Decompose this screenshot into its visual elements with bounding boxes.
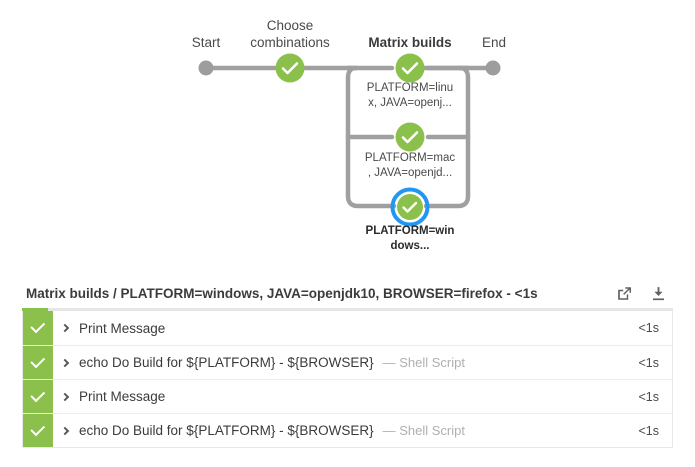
step-label: echo Do Build for ${PLATFORM} - ${BROWSE…: [79, 423, 374, 438]
check-icon: [29, 318, 45, 334]
stage-node-matrix-builds[interactable]: [395, 53, 425, 83]
step-type: — Shell Script: [382, 355, 465, 370]
stage-label-choose-combinations: Choose combinations: [250, 18, 330, 50]
check-icon: [29, 352, 45, 368]
stage-progress-fill: [22, 308, 49, 311]
step-type: — Shell Script: [382, 423, 465, 438]
step-status-success: [23, 311, 53, 345]
results-header: Matrix builds / PLATFORM=windows, JAVA=o…: [22, 278, 673, 308]
chevron-right-icon: [60, 426, 70, 435]
step-list: Print Message <1s echo Do Build for ${PL…: [22, 311, 673, 448]
branch-label-linux: PLATFORM=linu x, JAVA=openj...: [366, 82, 454, 109]
stage-node-choose-combinations[interactable]: [275, 53, 305, 83]
step-duration: <1s: [638, 321, 659, 335]
results-title: Matrix builds / PLATFORM=windows, JAVA=o…: [26, 285, 538, 301]
step-main: Print Message: [79, 380, 638, 413]
step-status-success: [23, 380, 53, 413]
chevron-right-icon: [60, 323, 70, 333]
step-expand-toggle[interactable]: [53, 346, 79, 379]
stage-label-end: End: [481, 35, 507, 50]
step-label: echo Do Build for ${PLATFORM} - ${BROWSE…: [79, 355, 374, 370]
step-expand-toggle[interactable]: [53, 380, 79, 413]
check-icon: [29, 420, 45, 436]
step-label: Print Message: [79, 389, 166, 404]
chevron-right-icon: [60, 358, 70, 367]
step-status-success: [23, 414, 53, 447]
branch-node-windows[interactable]: [390, 187, 430, 227]
stage-progress-bar: [22, 308, 673, 311]
stage-label-start: Start: [191, 35, 221, 50]
branch-node-mac[interactable]: [395, 122, 425, 152]
step-main: echo Do Build for ${PLATFORM} - ${BROWSE…: [79, 346, 638, 379]
step-duration: <1s: [638, 355, 659, 370]
branch-label-mac: PLATFORM=mac , JAVA=openjd...: [364, 152, 456, 179]
step-row[interactable]: echo Do Build for ${PLATFORM} - ${BROWSE…: [23, 413, 672, 447]
step-main: Print Message: [79, 311, 638, 345]
pipeline-connectors: [198, 53, 501, 227]
check-icon: [29, 386, 45, 402]
chevron-right-icon: [60, 392, 70, 401]
download-icon: [652, 286, 664, 300]
open-in-new-window-button[interactable]: [611, 280, 637, 306]
stage-label-matrix-builds: Matrix builds: [368, 35, 452, 50]
step-expand-toggle[interactable]: [53, 311, 79, 345]
end-node-dot[interactable]: [485, 60, 501, 76]
step-results-panel: Matrix builds / PLATFORM=windows, JAVA=o…: [22, 278, 673, 448]
external-link-icon: [617, 286, 631, 300]
pipeline-graph: Start Choose combinations Matrix builds …: [191, 18, 507, 252]
step-duration: <1s: [638, 423, 659, 438]
step-expand-toggle[interactable]: [53, 414, 79, 447]
step-row[interactable]: Print Message <1s: [23, 311, 672, 345]
step-status-success: [23, 346, 53, 379]
step-label: Print Message: [79, 320, 166, 336]
step-main: echo Do Build for ${PLATFORM} - ${BROWSE…: [79, 414, 638, 447]
step-duration: <1s: [638, 389, 659, 404]
start-node-dot[interactable]: [198, 60, 214, 76]
step-row[interactable]: Print Message <1s: [23, 379, 672, 413]
step-row[interactable]: echo Do Build for ${PLATFORM} - ${BROWSE…: [23, 345, 672, 379]
branch-label-windows: PLATFORM=win dows...: [365, 225, 455, 252]
download-logs-button[interactable]: [645, 280, 671, 306]
